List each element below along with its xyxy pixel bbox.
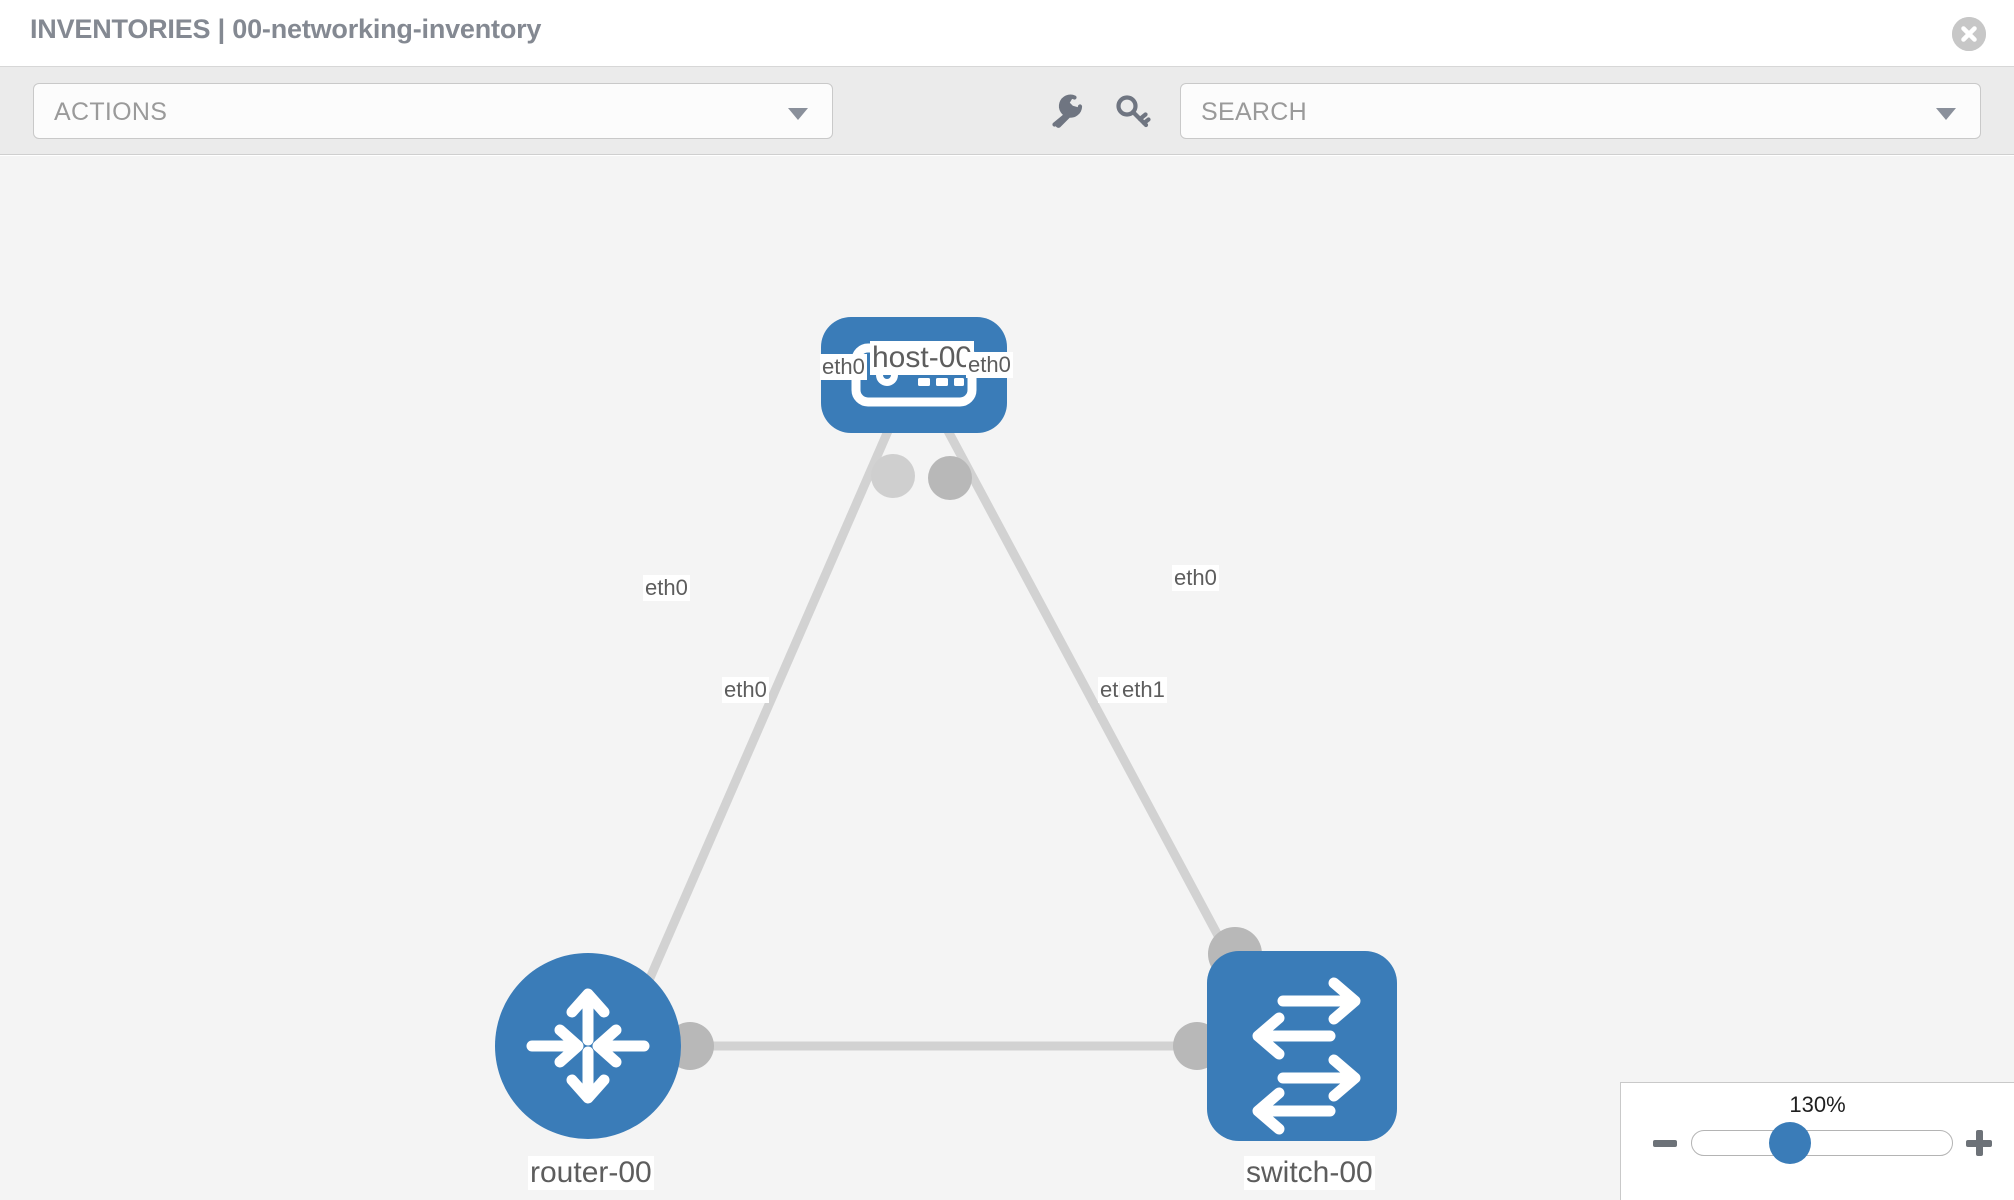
zoom-level-value: 130% — [1789, 1092, 1846, 1117]
iface-label-host00-right: eth0 — [966, 352, 1013, 378]
iface-label-switch00-eth1: eth1 — [1120, 677, 1167, 703]
link-host00-switch00 — [944, 428, 1249, 989]
iface-label-router00-eth0: eth0 — [722, 677, 769, 703]
wrench-icon[interactable] — [1044, 91, 1086, 133]
link-layer — [635, 428, 1249, 1051]
endpoint-host00-right — [928, 456, 972, 500]
node-label-switch-00: switch-00 — [1244, 1156, 1375, 1190]
node-router-00 — [495, 953, 681, 1139]
topology-svg — [495, 317, 1397, 1141]
endpoint-layer — [666, 454, 1262, 1070]
actions-dropdown[interactable]: ACTIONS — [33, 83, 833, 139]
zoom-slider-thumb[interactable] — [1769, 1122, 1811, 1164]
chevron-down-icon[interactable] — [1936, 108, 1956, 120]
key-icon[interactable] — [1112, 91, 1154, 133]
chevron-down-icon — [788, 108, 808, 120]
switch-icon — [1252, 977, 1361, 1135]
search-placeholder: SEARCH — [1201, 98, 1307, 126]
page-header: INVENTORIES | 00-networking-inventory — [0, 0, 2014, 67]
plus-icon[interactable] — [1966, 1130, 1992, 1156]
link-host00-router00 — [635, 429, 893, 1003]
zoom-slider-track[interactable] — [1691, 1130, 1953, 1156]
minus-icon[interactable] — [1653, 1140, 1677, 1147]
endpoint-host00-left — [871, 454, 915, 498]
node-label-host-00: host-00 — [870, 341, 975, 375]
router-icon — [526, 988, 650, 1104]
zoom-control-panel: 130% — [1620, 1082, 2014, 1200]
toolbar: ACTIONS SEARCH — [0, 67, 2014, 155]
node-switch-00 — [1207, 951, 1397, 1141]
iface-label-switch00-to-host: eth0 — [1172, 565, 1219, 591]
actions-dropdown-label: ACTIONS — [54, 98, 168, 126]
search-input[interactable]: SEARCH — [1180, 83, 1981, 139]
page-title: INVENTORIES | 00-networking-inventory — [30, 14, 542, 44]
topology-canvas[interactable]: host-00 eth0 eth0 router-00 eth0 eth0 sw… — [0, 156, 2014, 1200]
close-icon[interactable] — [1952, 17, 1986, 51]
iface-label-host00-left: eth0 — [820, 354, 867, 380]
iface-label-router00-to-host: eth0 — [643, 575, 690, 601]
node-label-router-00: router-00 — [528, 1156, 654, 1190]
